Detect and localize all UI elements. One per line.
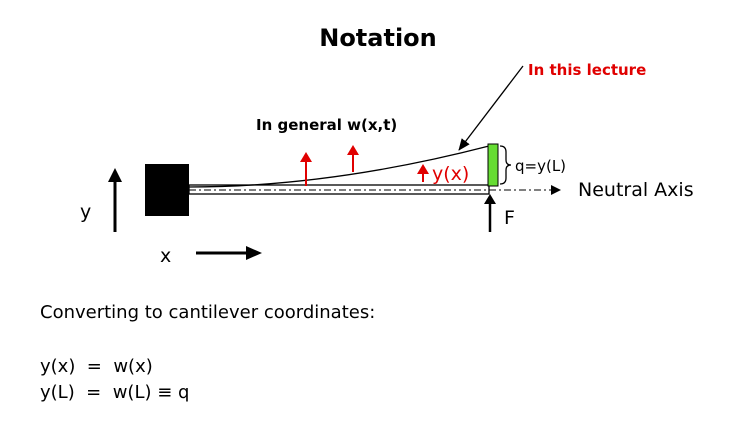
yx-label: y(x) <box>432 163 469 185</box>
lecture-pointer-line <box>458 65 524 151</box>
x-axis-label: x <box>160 245 171 267</box>
displacement-arrow-3 <box>417 164 429 182</box>
y-axis-label: y <box>80 201 91 223</box>
displacement-arrow-2 <box>347 145 359 172</box>
equation-line-2: y(L) = w(L) ≡ q <box>40 382 189 403</box>
clamp-block <box>145 164 189 216</box>
q-bracket <box>499 145 512 185</box>
lecture-label: In this lecture <box>528 61 646 79</box>
equation-line-1: y(x) = w(x) <box>40 356 153 377</box>
general-label: In general w(x,t) <box>256 116 397 134</box>
page-title: Notation <box>319 24 437 52</box>
displacement-arrow-1 <box>300 152 312 186</box>
force-arrow-head <box>484 194 496 204</box>
converting-heading: Converting to cantilever coordinates: <box>40 302 375 323</box>
y-axis-arrow-head <box>108 168 122 182</box>
neutral-axis-label: Neutral Axis <box>578 179 694 201</box>
x-axis-arrow-head <box>246 246 262 260</box>
q-label: q=y(L) <box>515 157 566 175</box>
deflected-beam-curve <box>188 145 490 188</box>
tip-displacement-bar <box>487 143 499 187</box>
force-label: F <box>504 207 515 229</box>
